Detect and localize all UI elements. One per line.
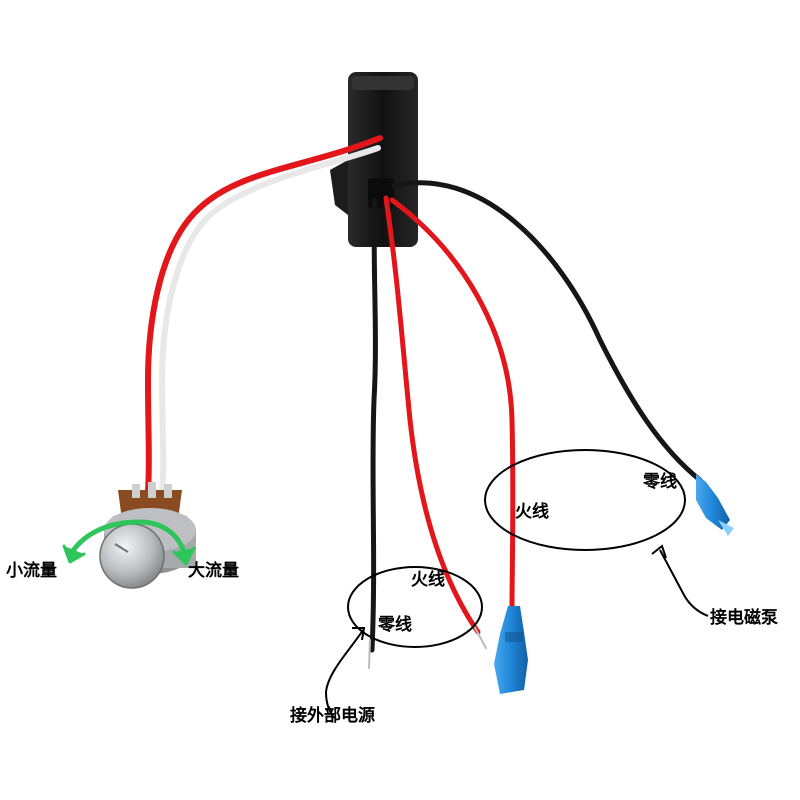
label-power-caption: 接外部电源	[290, 706, 375, 726]
terminal-pump-neutral	[696, 474, 734, 536]
label-small-flow: 小流量	[6, 561, 57, 581]
terminal-pump-live	[494, 606, 528, 694]
power-live-wire	[383, 195, 481, 635]
label-pump-live: 火线	[515, 502, 549, 522]
pot-wire-red	[144, 135, 383, 493]
pump-annotation	[484, 449, 709, 617]
controller-module	[330, 72, 418, 247]
pot-wire-white	[158, 145, 381, 491]
curved-arrow-right-icon	[137, 519, 196, 566]
rotary-knob-icon[interactable]	[99, 508, 196, 589]
label-pump-caption: 接电磁泵	[710, 608, 778, 628]
curved-arrow-left-icon	[62, 519, 141, 564]
label-power-neutral: 零线	[378, 615, 412, 635]
label-power-live: 火线	[411, 570, 445, 590]
pot-wires	[144, 135, 383, 493]
power-neutral-wire	[369, 197, 378, 653]
label-pump-neutral: 零线	[643, 472, 677, 492]
label-large-flow: 大流量	[188, 561, 239, 581]
pump-live-wire	[389, 197, 516, 615]
power-annotation	[324, 566, 483, 719]
pump-neutral-wire	[391, 180, 703, 483]
pump-wires	[389, 180, 703, 615]
power-wires	[368, 195, 487, 669]
